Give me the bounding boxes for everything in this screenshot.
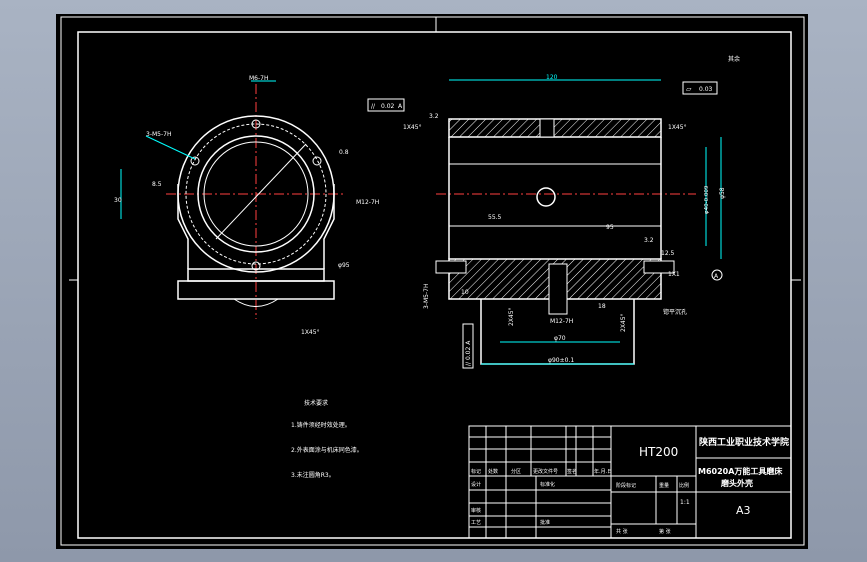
part-name: M6020A万能工具磨床 <box>698 466 783 476</box>
dim-base1: φ70 <box>554 335 566 342</box>
dim-base2: φ90±0.1 <box>548 357 574 364</box>
dim-inner-len: 55.5 <box>488 214 502 221</box>
bottom-tol: // 0.02 A <box>465 340 472 366</box>
label-ratio: 比例 <box>679 482 689 489</box>
notes-item-3: 3.未注圆角R3。 <box>291 471 335 479</box>
dim-side-thread: 3-M5-7H <box>146 131 171 138</box>
dim-bottom: φ95 <box>338 262 350 269</box>
left-boss <box>177 184 189 269</box>
label-review: 审核 <box>471 507 481 514</box>
right-thread-section <box>643 260 675 274</box>
dim-right-thread: M12-7H <box>356 199 379 206</box>
outer-border <box>60 16 805 546</box>
angle-b: 2X45° <box>620 313 627 332</box>
notes-title: 技术要求 <box>304 399 328 407</box>
tolerance-sym: // <box>371 103 376 110</box>
dim-inner-len2: 95 <box>606 224 614 231</box>
dim-left-h: 8.5 <box>152 181 162 188</box>
base-arc <box>233 298 279 307</box>
scale-value: 1:1 <box>680 499 690 506</box>
dim-left-small: 3.2 <box>429 113 439 120</box>
label-design: 设计 <box>471 481 481 488</box>
cad-drawing-viewport[interactable]: M6-7H 3-M5-7H 30 8.5 0.8 M12-7H φ95 1X45… <box>56 14 808 549</box>
tolerance-datum: A <box>398 103 403 110</box>
dim-length: 120 <box>546 74 558 81</box>
label-approve: 批准 <box>540 519 550 526</box>
top-hole-section <box>539 118 555 138</box>
datum-right: A <box>714 273 719 280</box>
label-std: 标准化 <box>540 481 555 488</box>
hole-right <box>312 156 322 166</box>
bore-circle <box>197 135 315 253</box>
label-date: 年.月.日 <box>594 468 612 475</box>
diameter-line <box>215 143 307 240</box>
drawing-canvas[interactable]: M6-7H 3-M5-7H 30 8.5 0.8 M12-7H φ95 1X45… <box>56 14 808 549</box>
datum-circle <box>711 269 723 281</box>
tolerance-frame <box>367 98 405 112</box>
notes-item-1: 1.铸件须经时效处理。 <box>291 421 351 429</box>
flatness-frame <box>682 81 718 95</box>
notes-item-2: 2.外表面涂与机床同色漆。 <box>291 446 363 454</box>
hole-top <box>251 119 261 129</box>
label-stage: 阶段标记 <box>616 482 636 489</box>
tolerance-val: 0.02 <box>381 103 395 110</box>
label-sheets-total: 共 张 <box>616 528 628 535</box>
hole-bottom <box>251 261 261 271</box>
flatness-val: 0.03 <box>699 86 713 93</box>
dim-top-thread: M6-7H <box>249 75 269 82</box>
dim-10: 10 <box>461 289 469 296</box>
inner-circle <box>203 141 309 247</box>
chamfer-left: 1X45° <box>403 124 422 131</box>
roughness-other: 其余 <box>728 55 740 63</box>
top-wall-section <box>448 118 662 138</box>
label-zone: 分区 <box>511 468 521 475</box>
part-name-2: 磨头外壳 <box>720 478 753 488</box>
sheet-size: A3 <box>736 504 751 517</box>
dim-right-c: 1X1 <box>668 271 680 278</box>
right-view: 120 // 0.02 A ▱ 0.03 1X45° 1X45° 3.2 φ58… <box>367 55 740 369</box>
tech-notes: 技术要求 1.铸件须经时效处理。 2.外表面涂与机床同色漆。 3.未注圆角R3。 <box>291 399 363 479</box>
label-process: 工艺 <box>471 520 481 526</box>
material: HT200 <box>639 445 678 459</box>
dim-main: φ58 <box>719 187 726 199</box>
hole-left <box>190 156 200 166</box>
thread-left: 3-M5-7H <box>423 284 430 309</box>
dim-bore: φ40-0.009 <box>704 185 710 214</box>
label-mark: 标记 <box>471 468 481 475</box>
title-block <box>468 425 792 539</box>
leader-side-thread <box>145 135 196 160</box>
title-block-text: HT200 陕西工业职业技术学院 M6020A万能工具磨床 磨头外壳 A3 1:… <box>471 436 789 535</box>
label-doc: 更改文件号 <box>533 468 558 475</box>
bottom-tol-frame <box>462 323 474 369</box>
left-thread-section <box>435 260 467 274</box>
chamfer-right: 1X45° <box>668 124 687 131</box>
dim-right-b: 12.5 <box>661 250 675 257</box>
center-thread-section <box>548 263 568 315</box>
inner-frame <box>77 31 792 539</box>
center-hole <box>536 187 556 207</box>
school-name: 陕西工业职业技术学院 <box>699 436 789 448</box>
right-boss <box>323 184 335 269</box>
angle-a: 2X45° <box>508 307 515 326</box>
label-weight: 重量 <box>659 482 669 489</box>
label-sign: 签名 <box>567 468 577 475</box>
label-sheet-no: 第 张 <box>659 528 671 535</box>
dim-left-v: 30 <box>114 197 122 204</box>
left-view: M6-7H 3-M5-7H 30 8.5 0.8 M12-7H φ95 1X45… <box>114 75 379 336</box>
thread-center: M12-7H <box>550 318 573 325</box>
dim-18: 18 <box>598 303 606 310</box>
flat-label: 锪平沉孔 <box>663 308 687 316</box>
dim-right-a: 3.2 <box>644 237 654 244</box>
dim-chamfer-left: 1X45° <box>301 329 320 336</box>
bolt-circle <box>185 123 327 265</box>
dim-right-top: 0.8 <box>339 149 349 156</box>
flatness-sym: ▱ <box>686 85 692 93</box>
label-count: 处数 <box>488 468 498 475</box>
